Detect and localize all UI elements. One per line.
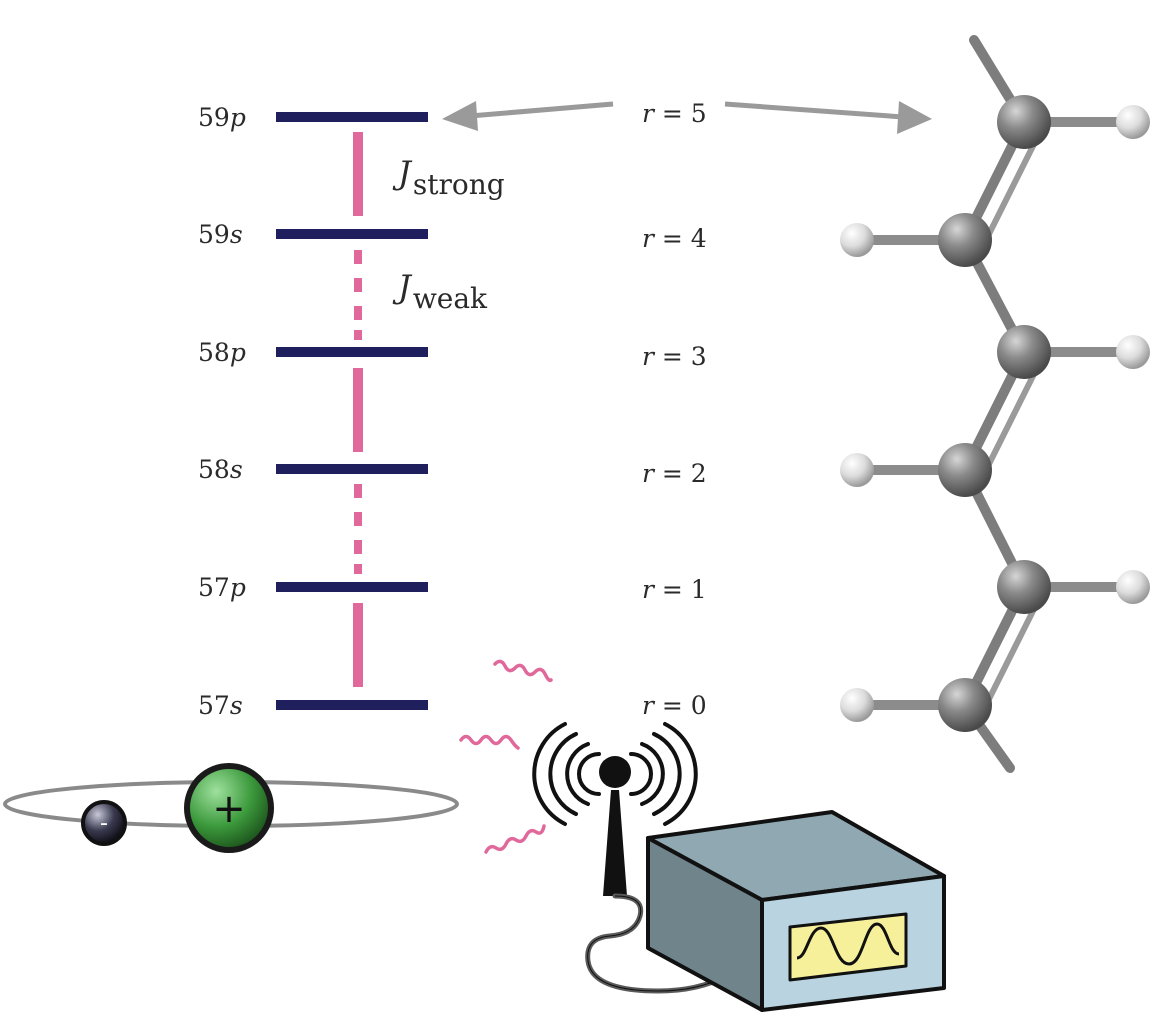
level-label-58p: 58p <box>198 338 246 367</box>
weak-coupling-dashes <box>354 484 362 574</box>
arrow-to-levels <box>469 101 614 119</box>
site-label-r5: r = 5 <box>642 99 707 128</box>
rydberg-atom: + - <box>3 763 459 853</box>
arrow-to-molecule <box>724 101 904 120</box>
level-label-59s: 59s <box>198 220 243 249</box>
arrow-head-right <box>897 101 932 134</box>
microwave-generator <box>646 810 946 1012</box>
antenna-mast <box>603 790 627 896</box>
site-label-r0: r = 0 <box>642 691 707 720</box>
arrow-head-left <box>442 101 478 131</box>
site-label-r2: r = 2 <box>642 459 707 488</box>
sine-wave-icon <box>796 922 900 966</box>
photon-wave-icon <box>459 734 520 750</box>
oscilloscope-screen <box>788 912 908 982</box>
site-label-r1: r = 1 <box>642 575 707 604</box>
energy-levels <box>276 112 428 710</box>
level-label-57p: 57p <box>198 573 246 602</box>
photon-wave-icon <box>493 659 553 683</box>
electron <box>81 800 127 846</box>
site-labels: r = 5 r = 4 r = 3 r = 2 r = 1 r = 0 <box>642 99 707 720</box>
electron-sign: - <box>100 811 108 836</box>
hydrogen-atoms <box>840 105 1150 722</box>
level-label-58s: 58s <box>198 455 243 484</box>
j-weak-label: Jweak <box>392 268 488 315</box>
double-bonds <box>981 129 1043 712</box>
site-label-r4: r = 4 <box>642 224 707 253</box>
nucleus <box>184 763 274 853</box>
level-label-57s: 57s <box>198 691 243 720</box>
strong-coupling-bar <box>353 368 363 452</box>
site-label-r3: r = 3 <box>642 342 707 371</box>
strong-coupling-bar <box>353 132 363 216</box>
weak-coupling-dashes <box>354 250 362 340</box>
strong-coupling-bar <box>353 603 363 687</box>
couplings <box>353 132 363 687</box>
nucleus-sign: + <box>212 786 246 832</box>
mapping-arrows <box>442 101 932 134</box>
signal-icon <box>532 722 698 826</box>
carbon-atoms <box>938 95 1051 732</box>
microwave-photons <box>459 659 553 854</box>
j-strong-label: Jstrong <box>392 154 505 201</box>
carbon-backbone <box>960 35 1029 773</box>
antenna-tip <box>599 756 631 788</box>
level-labels: 59p 59s 58p 58s 57p 57s <box>198 103 246 720</box>
level-label-59p: 59p <box>198 103 246 132</box>
antenna <box>532 722 729 994</box>
photon-wave-icon <box>484 824 546 854</box>
polyacetylene-molecule <box>840 35 1150 773</box>
